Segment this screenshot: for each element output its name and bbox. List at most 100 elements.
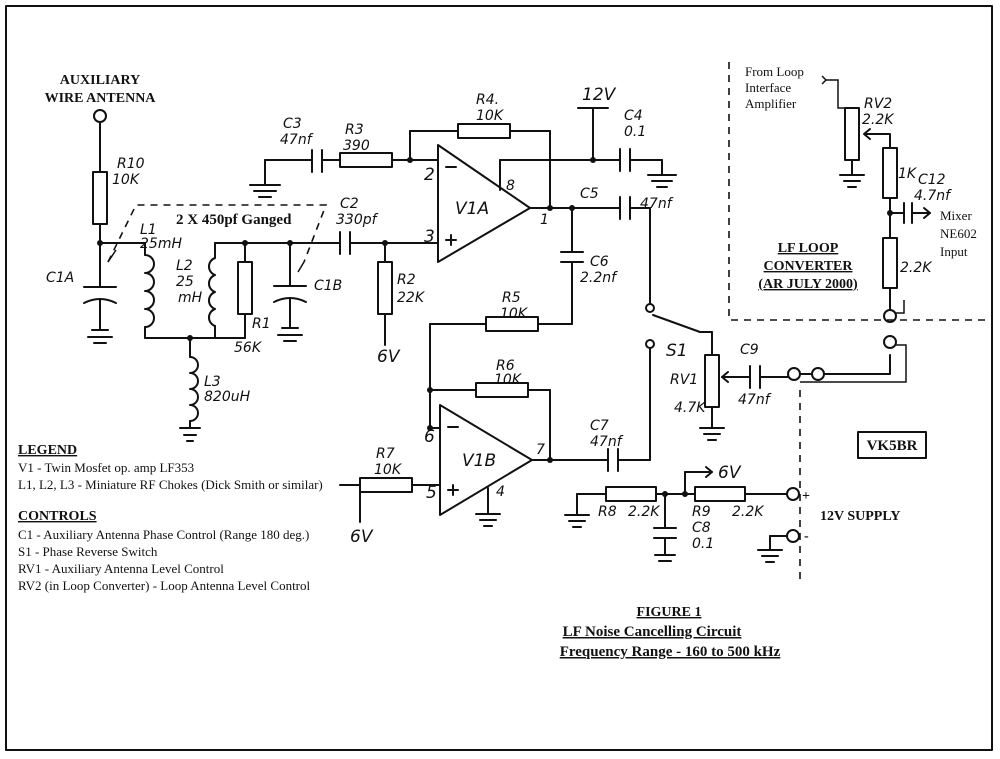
lf-loop-1: LF LOOP: [778, 241, 839, 256]
l3-inductor: [179, 337, 201, 442]
l2-label: L2: [176, 258, 193, 274]
legend-line-1: V1 - Twin Mosfet op. amp LF353: [18, 460, 194, 475]
c7-value: 47nf: [590, 434, 624, 450]
supply-label: 12V SUPPLY: [820, 509, 901, 524]
l1-value: 25mH: [140, 236, 182, 252]
r10-label: R10: [117, 156, 145, 172]
aux-title-1: AUXILIARY: [60, 73, 140, 88]
controls-line-4: RV2 (in Loop Converter) - Loop Antenna L…: [18, 578, 311, 593]
c9-value: 47nf: [738, 392, 772, 408]
r1-value: 56K: [234, 340, 263, 356]
c6-capacitor: [560, 207, 584, 325]
r5-label: R5: [502, 290, 521, 306]
l3-label: L3: [204, 374, 221, 390]
r10-value: 10K: [112, 172, 141, 188]
r4-value: 10K: [476, 108, 505, 124]
c1b-capacitor: [273, 242, 307, 342]
coax-connector: [787, 354, 891, 381]
r4-label: R4.: [476, 92, 499, 108]
controls-line-2: S1 - Phase Reverse Switch: [18, 544, 158, 559]
supply-positive-terminal[interactable]: [786, 487, 800, 501]
rv1-label: RV1: [670, 372, 698, 388]
legend-heading: LEGEND: [18, 443, 77, 458]
c5-value: 47nf: [640, 196, 674, 212]
v1b-pin7: 7: [536, 442, 545, 458]
v1b-label: V1B: [462, 451, 496, 471]
from-loop-1: From Loop: [745, 64, 804, 79]
v1a-label: V1A: [455, 199, 489, 219]
r2-6v-label: 6V: [377, 347, 401, 367]
r3-value: 390: [343, 138, 370, 154]
r6-label: R6: [496, 358, 515, 374]
figure-title: LF Noise Cancelling Circuit: [563, 624, 742, 640]
v1b-pin6: 6: [424, 427, 435, 447]
c3-value: 47nf: [280, 132, 314, 148]
figure-range: Frequency Range - 160 to 500 kHz: [560, 644, 781, 660]
r3-resistor: [339, 152, 393, 168]
mixer-3: Input: [940, 244, 968, 259]
r-2k2-resistor: [882, 237, 898, 289]
r-1k-label: 1K: [898, 166, 918, 182]
ganged-label: 2 X 450pf Ganged: [176, 212, 292, 228]
v1a-opamp: [437, 144, 531, 263]
v1a-pin3: 3: [424, 227, 435, 247]
rv2-label: RV2: [864, 96, 892, 112]
c2-label: C2: [340, 196, 359, 212]
ganged-link: [107, 204, 328, 263]
v1b-opamp: [439, 404, 533, 516]
v1a-pin2: 2: [424, 165, 435, 185]
rv2-potentiometer[interactable]: [821, 75, 891, 188]
c1a-label: C1A: [46, 270, 74, 286]
r7-value: 10K: [374, 462, 403, 478]
figure-number: FIGURE 1: [637, 605, 702, 620]
mixer-2: NE602: [940, 226, 977, 241]
r3-label: R3: [345, 122, 364, 138]
c9-capacitor: [739, 365, 789, 389]
l2-value-1: 25: [176, 274, 194, 290]
sheet-border: [5, 5, 993, 751]
r9-value: 2.2K: [732, 504, 765, 520]
r1-resistor: [237, 242, 253, 339]
v1b-pin5: 5: [426, 483, 437, 503]
supply-negative-terminal[interactable]: [786, 529, 800, 543]
c12-capacitor: [889, 202, 931, 224]
aux-antenna: [93, 109, 107, 173]
c4-capacitor: [619, 148, 677, 188]
c3-capacitor: [249, 149, 323, 198]
r10-resistor: [92, 171, 108, 225]
supply-plus: +: [802, 489, 810, 504]
r1-label: R1: [252, 316, 271, 332]
l1-label: L1: [140, 222, 157, 238]
controls-line-1: C1 - Auxiliary Antenna Phase Control (Ra…: [18, 527, 309, 542]
c1a-capacitor: [83, 242, 117, 344]
r-1k-resistor: [882, 147, 898, 199]
r2-label: R2: [397, 272, 416, 288]
c8-value: 0.1: [692, 536, 714, 552]
c4-label: C4: [624, 108, 643, 124]
l1-inductor: [144, 242, 155, 339]
c3-label: C3: [283, 116, 302, 132]
r4-resistor: [457, 123, 511, 139]
c8-capacitor: [653, 493, 677, 562]
c6-value: 2.2nf: [580, 270, 618, 286]
legend-line-2: L1, L2, L3 - Miniature RF Chokes (Dick S…: [18, 477, 323, 492]
controls-line-3: RV1 - Auxiliary Antenna Level Control: [18, 561, 224, 576]
s1-switch[interactable]: [652, 314, 713, 333]
l2-inductor: [208, 242, 216, 339]
c7-label: C7: [590, 418, 609, 434]
c7-capacitor: [607, 448, 619, 472]
rv1-value: 4.7K: [674, 400, 707, 416]
lf-loop-3: (AR JULY 2000): [758, 277, 858, 292]
v1b-pin4: 4: [496, 484, 505, 500]
c2-value: 330pf: [336, 212, 379, 228]
rv1-potentiometer[interactable]: [699, 331, 741, 441]
r2-value: 22K: [397, 290, 426, 306]
c5-label: C5: [580, 186, 599, 202]
c4-value: 0.1: [624, 124, 646, 140]
r5-value: 10K: [500, 306, 529, 322]
r2-resistor: [377, 242, 393, 346]
r9-label: R9: [692, 504, 711, 520]
c9-label: C9: [740, 342, 759, 358]
